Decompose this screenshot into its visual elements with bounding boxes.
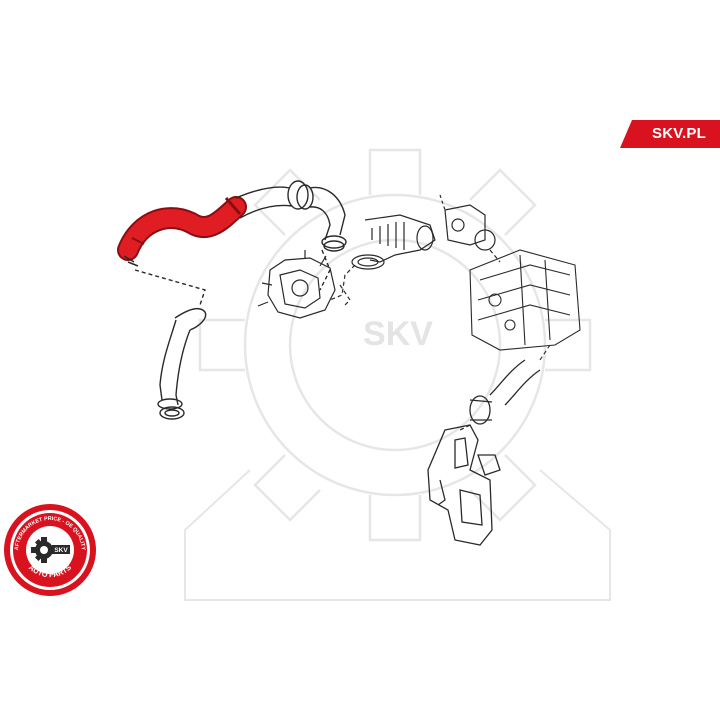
airbox-line-art	[427, 424, 501, 546]
watermark-label: SKV	[363, 315, 433, 353]
highlighted-intake-hose	[117, 196, 247, 267]
throttle-housing-line-art	[257, 250, 351, 319]
engine-block-line-art	[469, 249, 581, 361]
brand-badge-shape	[620, 120, 720, 148]
intake-boot-line-art	[329, 214, 436, 301]
brand-badge[interactable]: SKV.PL	[620, 120, 720, 148]
gear-seal-icon	[31, 537, 53, 563]
seal-logo: AFTERMARKET PRICE - OE QUALITY AUTO PART…	[4, 504, 96, 596]
lower-pipe-line-art	[134, 269, 207, 420]
valve-line-art	[439, 194, 501, 263]
lower-duct-line-art	[459, 359, 541, 431]
watermark-gear-icon	[184, 148, 611, 601]
brand-label: SKV.PL	[651, 125, 706, 142]
seal-center-text: SKV	[54, 547, 68, 554]
